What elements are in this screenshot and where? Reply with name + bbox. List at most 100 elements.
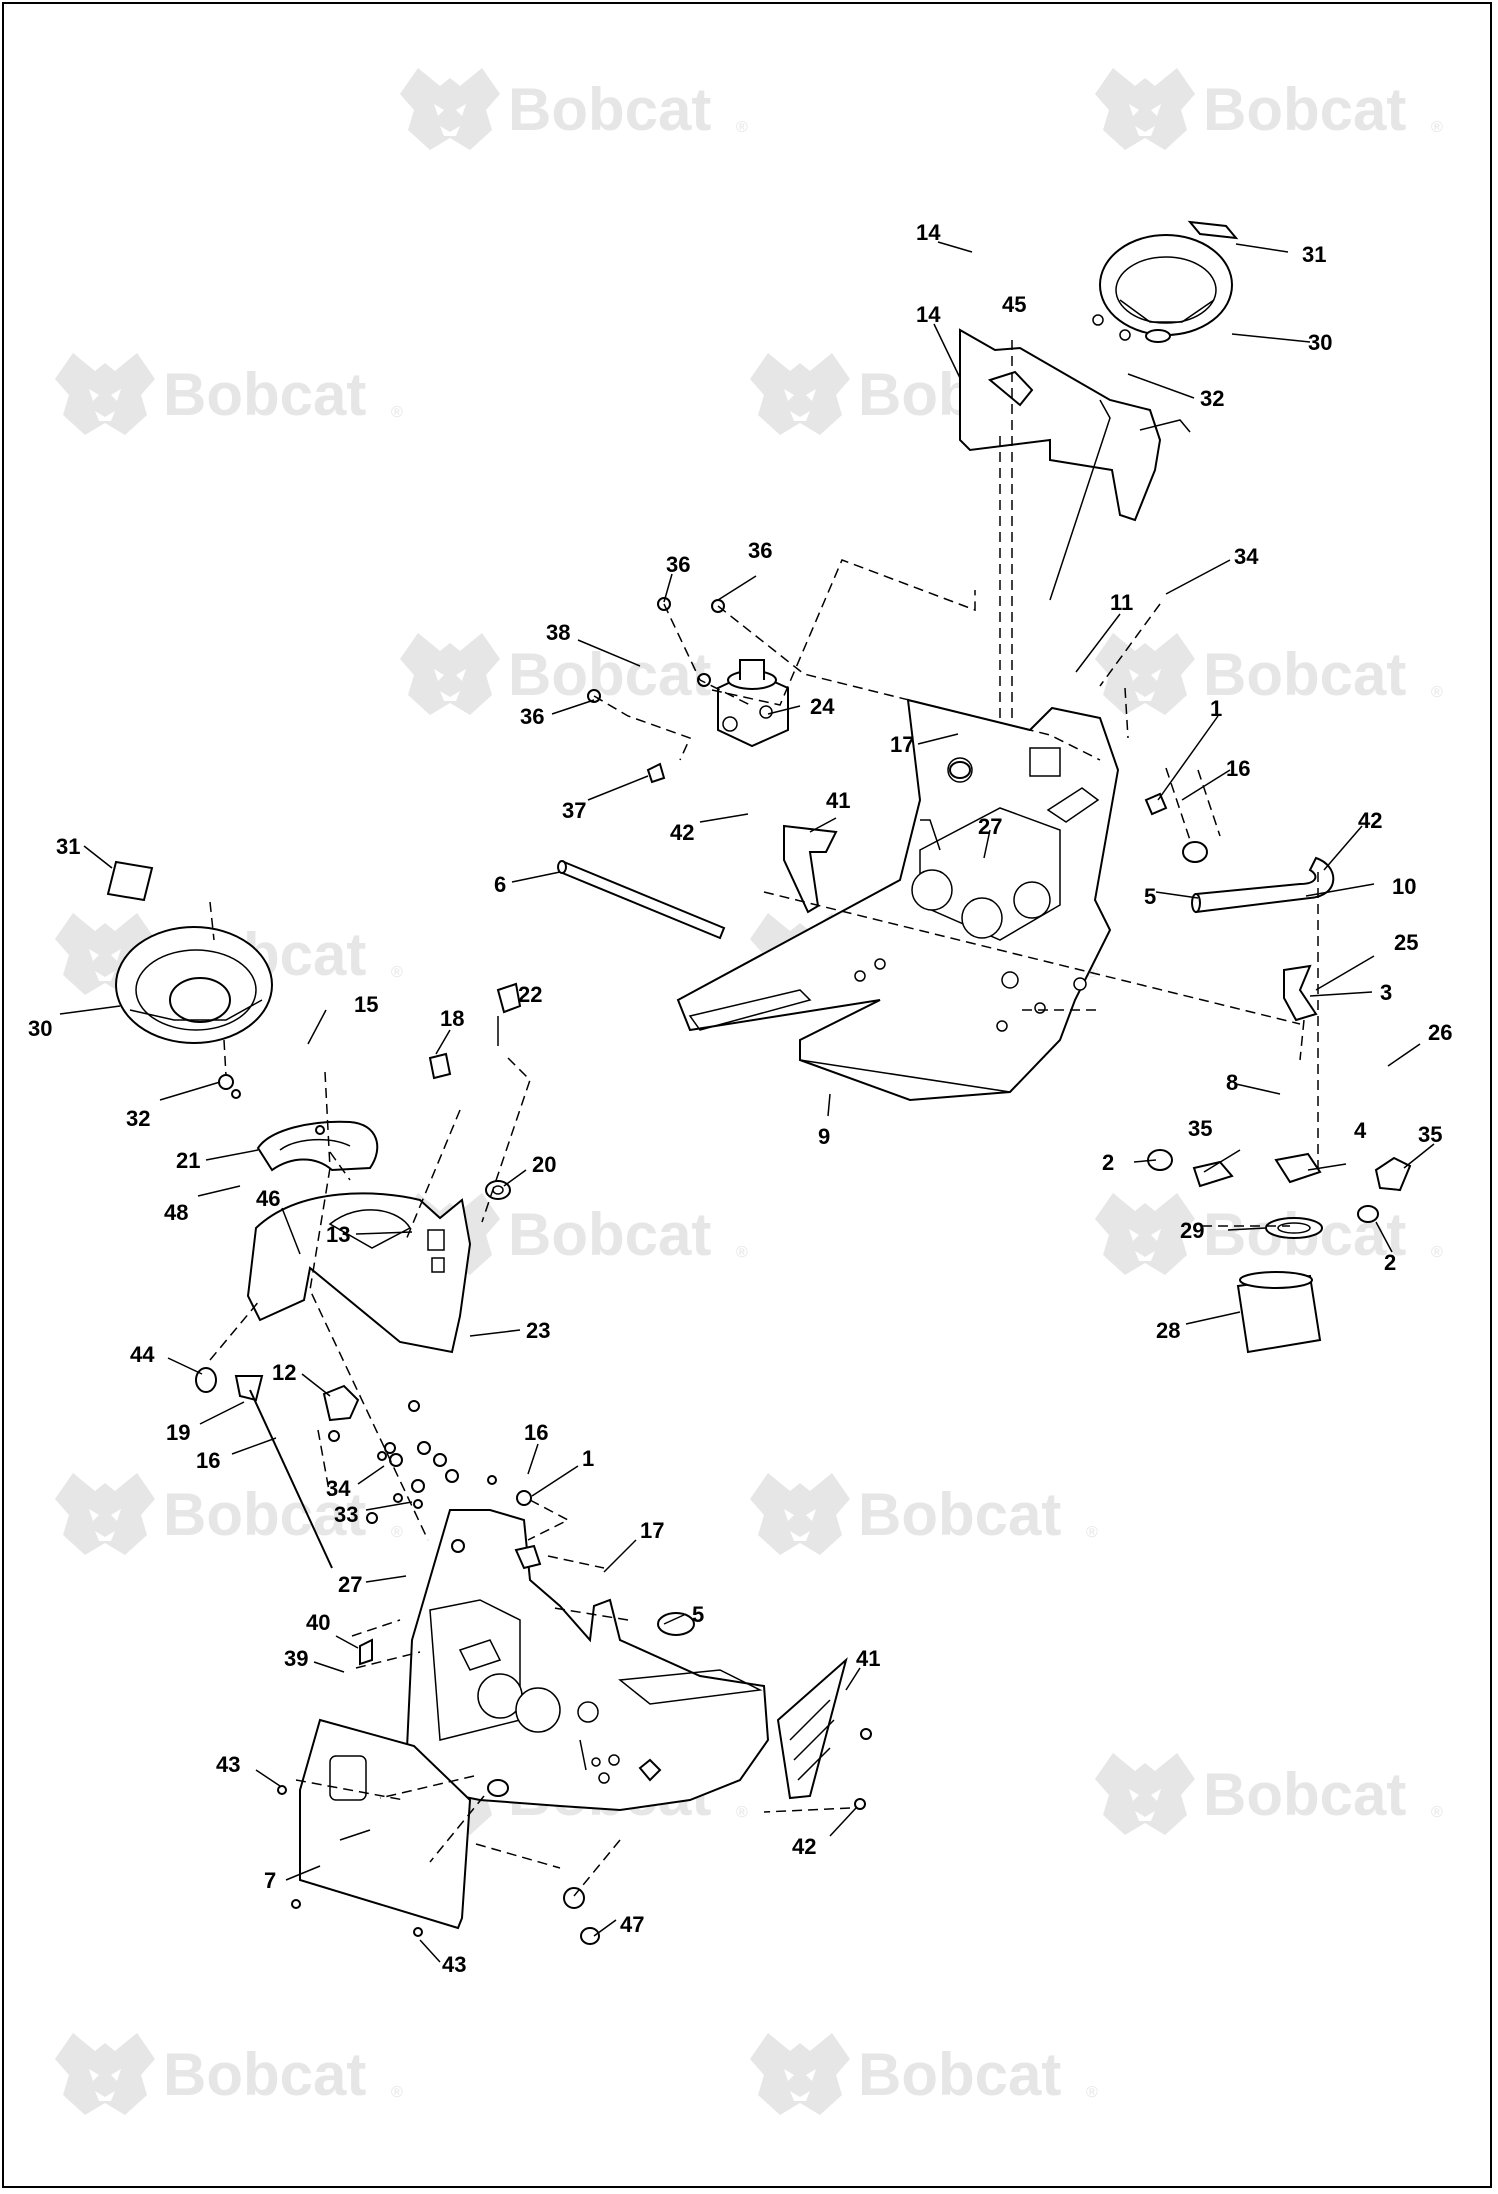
callout-36: 36 bbox=[520, 704, 544, 729]
callout-33: 33 bbox=[334, 1502, 358, 1527]
callout-29: 29 bbox=[1180, 1218, 1204, 1243]
bobcat-logo-icon bbox=[1095, 633, 1195, 715]
callout-30: 30 bbox=[1308, 330, 1332, 355]
callout-21: 21 bbox=[176, 1148, 200, 1173]
callout-32: 32 bbox=[1200, 386, 1224, 411]
steering-wheel-upper bbox=[1099, 220, 1239, 343]
callout-36: 36 bbox=[666, 552, 690, 577]
steering-column-bracket-upper bbox=[959, 314, 1191, 601]
callout-42: 42 bbox=[792, 1834, 816, 1859]
callout-9: 9 bbox=[818, 1124, 830, 1149]
callout-16: 16 bbox=[1226, 756, 1250, 781]
callout-labels: 14 31 14 45 30 32 36 36 34 11 38 24 36 1… bbox=[28, 220, 1452, 1977]
watermark-registered-mark: ® bbox=[391, 964, 403, 981]
callout-11: 11 bbox=[1110, 590, 1133, 615]
bobcat-watermark: Bobcat® bbox=[400, 633, 748, 715]
callout-42: 42 bbox=[1358, 808, 1382, 833]
main-frame-upper bbox=[676, 698, 1120, 1102]
main-frame-lower bbox=[359, 1509, 872, 1812]
callout-23: 23 bbox=[526, 1318, 550, 1343]
callout-18: 18 bbox=[440, 1006, 464, 1031]
callout-43: 43 bbox=[216, 1752, 240, 1777]
bobcat-logo-icon bbox=[55, 353, 155, 435]
bobcat-watermark: Bobcat ® bbox=[1095, 1753, 1443, 1835]
callout-37: 37 bbox=[562, 798, 586, 823]
callout-leader-lines bbox=[59, 241, 1435, 1963]
callout-16: 16 bbox=[524, 1420, 548, 1445]
watermark-registered-mark: ® bbox=[736, 1244, 748, 1261]
watermark-registered-mark: ® bbox=[1431, 1804, 1443, 1821]
callout-38: 38 bbox=[546, 620, 570, 645]
callout-45: 45 bbox=[1002, 292, 1026, 317]
callout-28: 28 bbox=[1156, 1318, 1180, 1343]
watermark-brand-text: Bobcat bbox=[508, 1201, 711, 1268]
callout-8: 8 bbox=[1226, 1070, 1238, 1095]
bobcat-watermark: Bobcat® bbox=[1095, 633, 1443, 715]
callout-17: 17 bbox=[890, 732, 914, 757]
watermark-brand-text: Bobcat bbox=[163, 2041, 366, 2108]
bobcat-watermark: Bobcat® bbox=[55, 1473, 403, 1555]
callout-16: 16 bbox=[196, 1448, 220, 1473]
callout-5: 5 bbox=[692, 1602, 704, 1627]
dash-panel-lower bbox=[231, 982, 522, 1354]
watermark-brand-text: Bobcat bbox=[1203, 76, 1406, 143]
callout-17: 17 bbox=[640, 1518, 664, 1543]
callout-22: 22 bbox=[518, 982, 542, 1007]
callout-35: 35 bbox=[1188, 1116, 1212, 1141]
callout-30: 30 bbox=[28, 1016, 52, 1041]
callout-1: 1 bbox=[1210, 696, 1222, 721]
callout-24: 24 bbox=[810, 694, 835, 719]
callout-13: 13 bbox=[326, 1222, 350, 1247]
watermark-registered-mark: ® bbox=[1431, 119, 1443, 136]
callout-36: 36 bbox=[748, 538, 772, 563]
watermark-brand-text: Bobcat bbox=[858, 2041, 1061, 2108]
callout-3: 3 bbox=[1380, 980, 1392, 1005]
watermark-brand-text: Bobcat bbox=[163, 361, 366, 428]
callout-6: 6 bbox=[494, 872, 506, 897]
callout-27: 27 bbox=[978, 814, 1002, 839]
callout-7: 7 bbox=[264, 1868, 276, 1893]
bobcat-logo-icon bbox=[750, 1473, 850, 1555]
bobcat-logo-icon bbox=[750, 2033, 850, 2115]
callout-34: 34 bbox=[326, 1476, 351, 1501]
bobcat-watermark: Bobcat® bbox=[55, 353, 403, 435]
filter-assembly bbox=[1147, 1149, 1412, 1354]
callout-44: 44 bbox=[130, 1342, 155, 1367]
callout-34: 34 bbox=[1234, 544, 1259, 569]
callout-31: 31 bbox=[1302, 242, 1326, 267]
watermark-registered-mark: ® bbox=[391, 1524, 403, 1541]
watermark-registered-mark: ® bbox=[1086, 2084, 1098, 2101]
callout-15: 15 bbox=[354, 992, 378, 1017]
bobcat-watermark: Bobcat® bbox=[55, 2033, 403, 2115]
watermark-brand-text: Bobcat bbox=[1203, 1761, 1406, 1828]
callout-2: 2 bbox=[1102, 1150, 1114, 1175]
callout-14: 14 bbox=[916, 220, 941, 245]
bobcat-logo-icon bbox=[1095, 1753, 1195, 1835]
callout-42: 42 bbox=[670, 820, 694, 845]
bobcat-logo-icon bbox=[400, 633, 500, 715]
callout-1: 1 bbox=[582, 1446, 594, 1471]
callout-20: 20 bbox=[532, 1152, 556, 1177]
callout-5: 5 bbox=[1144, 884, 1156, 909]
callout-46: 46 bbox=[256, 1186, 280, 1211]
callout-47: 47 bbox=[620, 1912, 644, 1937]
callout-39: 39 bbox=[284, 1646, 308, 1671]
callout-32: 32 bbox=[126, 1106, 150, 1131]
watermark-brand-text: Bobcat bbox=[858, 1481, 1061, 1548]
watermark-registered-mark: ® bbox=[1431, 684, 1443, 701]
controls-lower bbox=[195, 1367, 532, 1569]
watermark-brand-text: Bobcat bbox=[508, 76, 711, 143]
bobcat-watermark: Bobcat ® bbox=[1095, 68, 1443, 150]
bobcat-logo-icon bbox=[400, 68, 500, 150]
callout-48: 48 bbox=[164, 1200, 188, 1225]
callout-27: 27 bbox=[338, 1572, 362, 1597]
small-parts-upper bbox=[557, 761, 1335, 1022]
bobcat-watermark: Bobcat ® bbox=[750, 2033, 1098, 2115]
bobcat-watermark: Bobcat® bbox=[400, 68, 748, 150]
assembly-dashed-lines bbox=[209, 340, 1319, 1897]
callout-4: 4 bbox=[1354, 1118, 1367, 1143]
steering-wheel-lower bbox=[106, 860, 273, 1090]
bobcat-watermark: Bobcat ® bbox=[400, 1193, 748, 1275]
callout-19: 19 bbox=[166, 1420, 190, 1445]
